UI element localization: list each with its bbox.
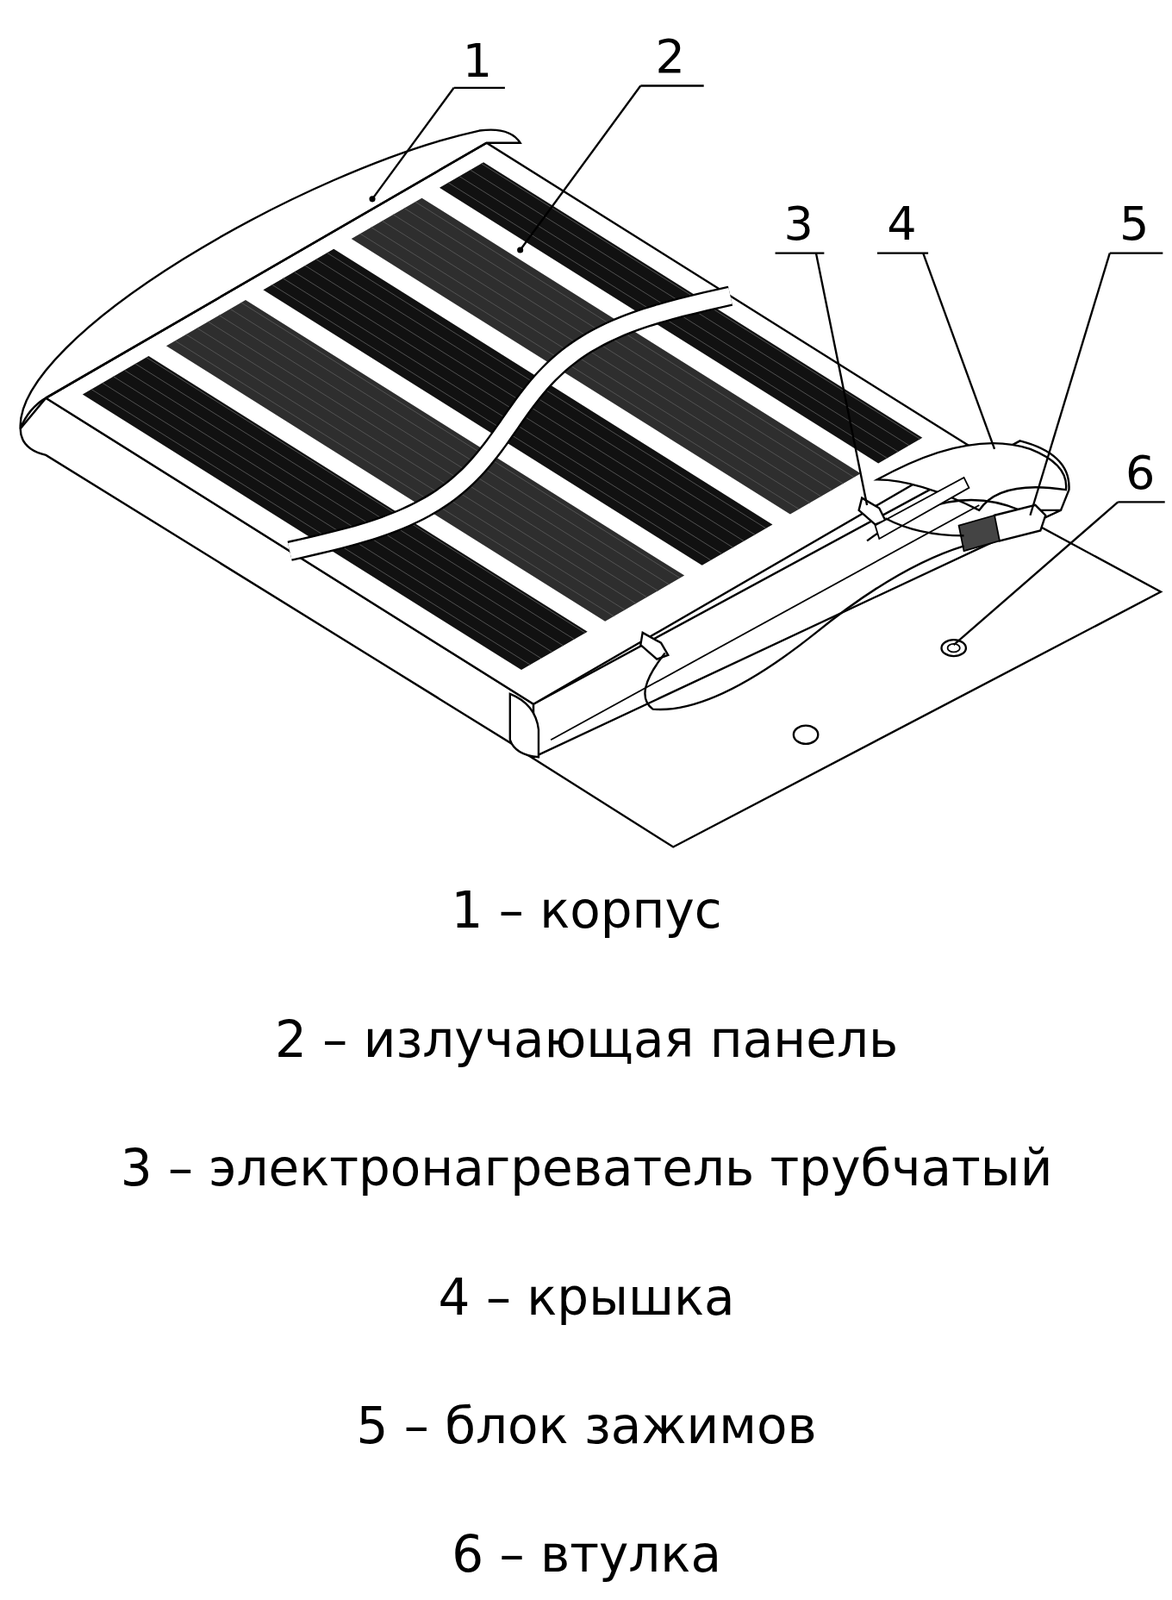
heater-tube-end: [859, 498, 886, 525]
leader-line: [816, 253, 867, 505]
body-end-cap-edge: [45, 143, 487, 399]
callout-number: 5: [1119, 199, 1149, 250]
leader-line: [520, 85, 642, 250]
callout-number: 2: [654, 31, 685, 83]
callout-number: 6: [1125, 448, 1155, 499]
part-name: 2 – излучающая панель: [274, 1012, 898, 1068]
bushing-hole-inner: [947, 643, 961, 652]
leader-dot: [368, 195, 375, 202]
body-end-cap: [20, 130, 521, 430]
terminal-block-top: [959, 515, 1000, 551]
panel-hatch: [102, 382, 542, 659]
callout-underline: [454, 87, 505, 89]
break-line: [289, 295, 730, 551]
plate-hole: [793, 725, 818, 744]
panel-hatch: [208, 321, 648, 598]
callout-underline: [640, 84, 704, 87]
radiating-panel-stripes: [82, 162, 923, 670]
panel-hatch: [404, 207, 843, 484]
wire: [885, 517, 964, 536]
callout-number: 1: [462, 35, 493, 87]
callout-number: 4: [886, 199, 917, 250]
panel-hatch: [392, 214, 832, 491]
leader-lines: [372, 85, 1166, 645]
wire: [644, 545, 964, 710]
leader-line: [372, 87, 455, 200]
leader-line: [922, 253, 995, 449]
panel-hatch: [360, 233, 799, 510]
panel-hatch: [197, 328, 636, 605]
leader-line: [1029, 253, 1110, 516]
panel-hatch: [382, 220, 822, 497]
part-name: 4 – крышка: [438, 1270, 736, 1326]
panel-hatch: [113, 376, 553, 653]
callout-underline: [1109, 251, 1164, 254]
heater-rail: [550, 504, 979, 740]
part-name: 3 – электронагреватель трубчатый: [120, 1141, 1054, 1197]
bushing-hole: [941, 639, 966, 656]
panel-hatch: [91, 389, 530, 666]
heater-bracket: [875, 477, 970, 539]
part-name: 5 – блок зажимов: [355, 1398, 817, 1454]
break-edge: [289, 295, 730, 551]
break-gap: [289, 295, 730, 551]
panel-hatch: [124, 369, 563, 646]
callout-underline: [1117, 500, 1165, 503]
part-name: 1 – корпус: [450, 883, 722, 939]
panel-hatch: [218, 315, 658, 592]
leader-line: [953, 501, 1119, 645]
callout-underline: [877, 251, 929, 254]
callout-number: 3: [784, 199, 814, 250]
panel-hatch: [135, 363, 574, 640]
leader-dot: [517, 246, 524, 253]
top-face: [45, 143, 974, 705]
panel-hatch: [371, 227, 811, 504]
part-name: 6 – втулка: [451, 1527, 722, 1583]
